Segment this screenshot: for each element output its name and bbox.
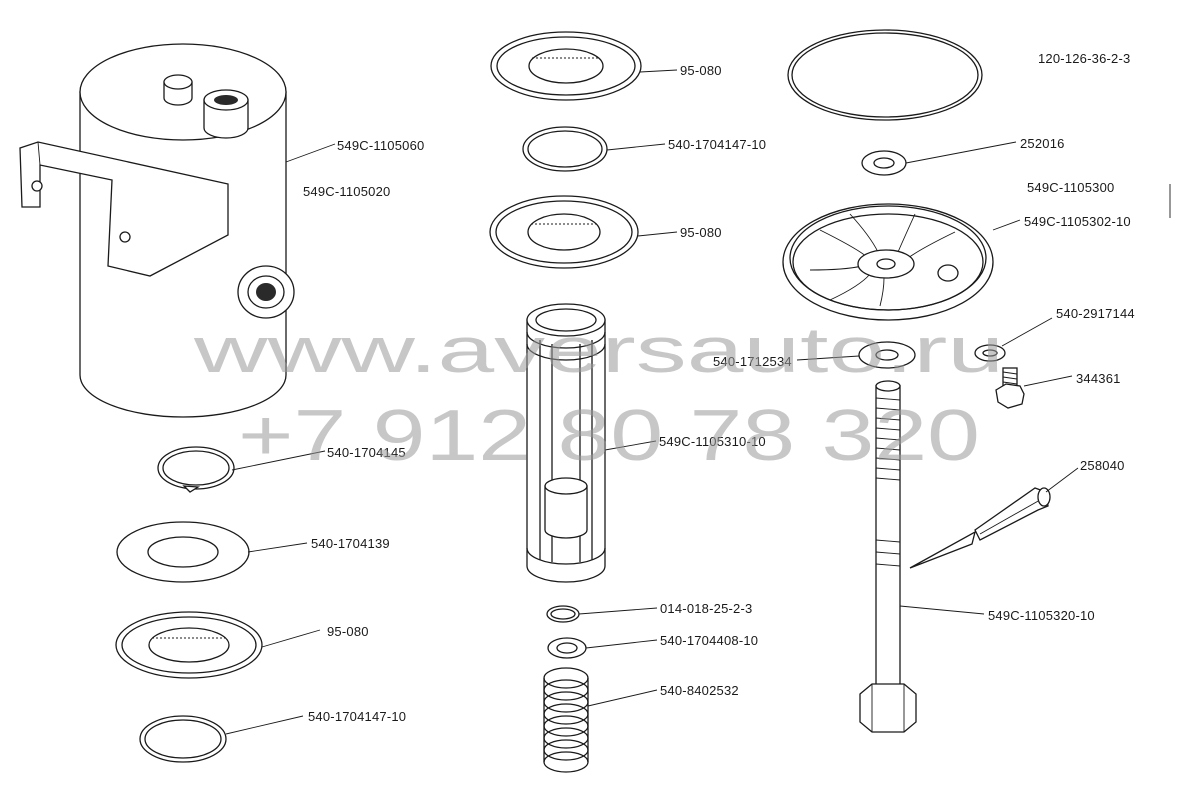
label-housing-body: 549С-1105020	[303, 184, 390, 199]
label-bearing-bottom: 95-080	[327, 624, 369, 639]
label-washer-bottom: 540-1704139	[311, 536, 390, 551]
label-rod: 549С-1105320-10	[988, 608, 1095, 623]
seal-ring-top	[522, 126, 608, 172]
bearing-bottom	[115, 611, 263, 679]
label-washer-small: 540-1704408-10	[660, 633, 758, 648]
spring-washer	[974, 344, 1006, 362]
bolt	[995, 367, 1025, 409]
bearing-mid	[489, 195, 639, 269]
label-housing: 549С-1105060	[337, 138, 424, 153]
label-spring-washer: 540-2917144	[1056, 306, 1135, 321]
label-oring-large: 120-126-36-2-3	[1038, 51, 1130, 66]
housing-cylinder	[19, 43, 295, 418]
spring	[543, 667, 589, 773]
watermark-site: www.aversauto.ru	[192, 314, 1004, 386]
cotter-pin	[909, 487, 1051, 569]
label-bearing-mid: 95-080	[680, 225, 722, 240]
oring-large	[787, 29, 983, 121]
washer-rod	[858, 341, 916, 369]
label-spring: 540-8402532	[660, 683, 739, 698]
rod	[859, 380, 917, 733]
retaining-ring-bottom	[157, 446, 235, 493]
label-bolt: 344361	[1076, 371, 1121, 386]
bearing-top	[490, 31, 642, 101]
washer-small	[547, 637, 587, 659]
label-bearing-top: 95-080	[680, 63, 722, 78]
label-seal-ring-top: 540-1704147-10	[668, 137, 766, 152]
cover	[782, 203, 994, 321]
label-cover: 549С-1105302-10	[1024, 214, 1131, 229]
label-gasket-small: 252016	[1020, 136, 1065, 151]
filter-element	[526, 303, 606, 583]
oring-small	[546, 605, 580, 623]
label-seal-ring-bottom: 540-1704147-10	[308, 709, 406, 724]
label-filter-element: 549С-1105310-10	[659, 434, 766, 449]
label-washer-rod: 540-1712534	[713, 354, 792, 369]
gasket-small	[861, 150, 907, 176]
label-cover-assembly: 549С-1105300	[1027, 180, 1114, 195]
watermark-phone: +7 912 80 78 320	[238, 396, 980, 476]
seal-ring-bottom	[139, 715, 227, 763]
label-retaining-ring-bottom: 540-1704145	[327, 445, 406, 460]
washer-bottom	[116, 521, 250, 583]
label-oring-small: 014-018-25-2-3	[660, 601, 752, 616]
label-cotter-pin: 258040	[1080, 458, 1125, 473]
